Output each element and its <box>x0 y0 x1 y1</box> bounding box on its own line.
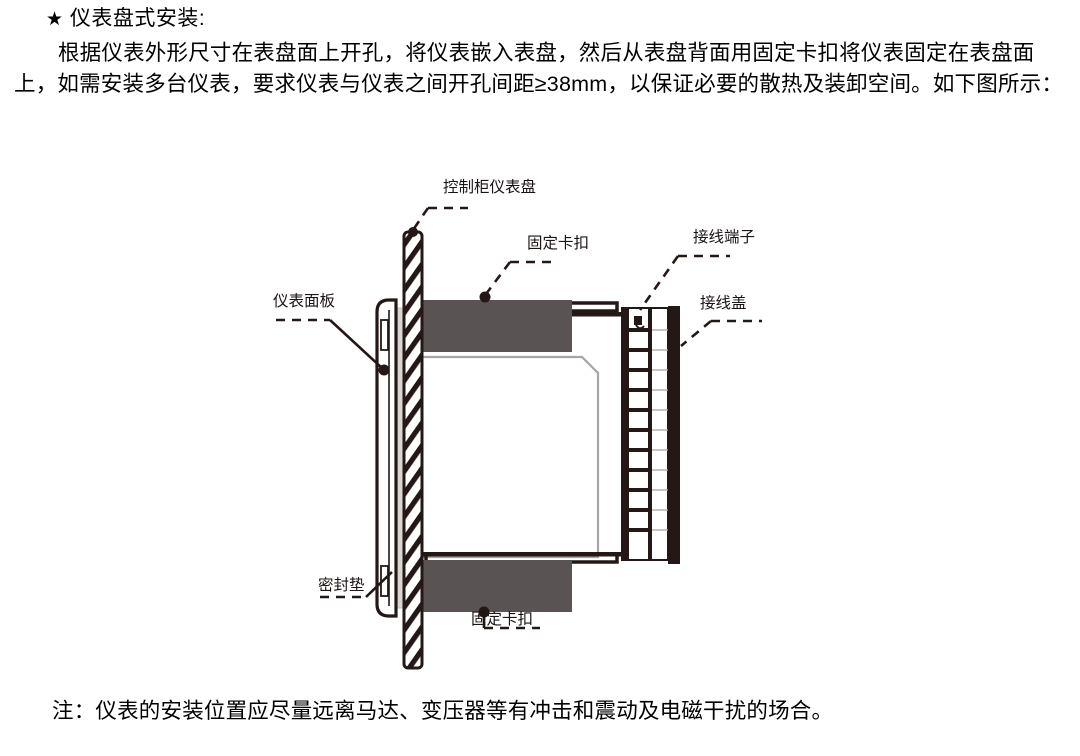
page-title-text: 仪表盘式安装: <box>69 7 206 30</box>
label-cabinet-panel: 控制柜仪表盘 <box>443 177 536 196</box>
clip-top <box>420 300 619 352</box>
leader-cabinet-panel <box>408 206 468 237</box>
leader-terminal-cover <box>680 319 762 347</box>
label-clip-bottom: 固定卡扣 <box>471 610 533 628</box>
leader-terminal-block <box>638 254 730 311</box>
label-front-panel: 仪表面板 <box>273 292 335 310</box>
terminal-cover <box>668 306 680 564</box>
leader-gasket <box>320 571 393 599</box>
front-panel <box>375 298 398 618</box>
instruction-paragraph: 根据仪表外形尺寸在表盘面上开孔，将仪表嵌入表盘，然后从表盘背面用固定卡扣将仪表固… <box>14 41 1064 96</box>
star-bullet-icon: ★ <box>46 9 64 30</box>
panel-mount-diagram: 控制柜仪表盘 固定卡扣 接线端子 接线盖 仪表面板 密封垫 固定卡扣 <box>0 160 1080 680</box>
footer-note: 注：仪表的安装位置应尽量远离马达、变压器等有冲击和震动及电磁干扰的场合。 <box>52 699 834 723</box>
leader-clip-top <box>479 260 558 303</box>
label-gasket: 密封垫 <box>318 576 365 594</box>
label-terminal-block: 接线端子 <box>693 228 755 246</box>
label-clip-top: 固定卡扣 <box>527 234 589 252</box>
terminal-block <box>420 307 669 561</box>
label-terminal-cover: 接线盖 <box>700 294 747 312</box>
leader-clip-bottom <box>478 606 540 630</box>
instrument-body <box>420 355 600 559</box>
cabinet-panel <box>402 230 424 670</box>
page-title: ★ 仪表盘式安装: <box>46 2 205 32</box>
leader-front-panel <box>276 318 390 376</box>
clip-bottom <box>420 552 619 612</box>
